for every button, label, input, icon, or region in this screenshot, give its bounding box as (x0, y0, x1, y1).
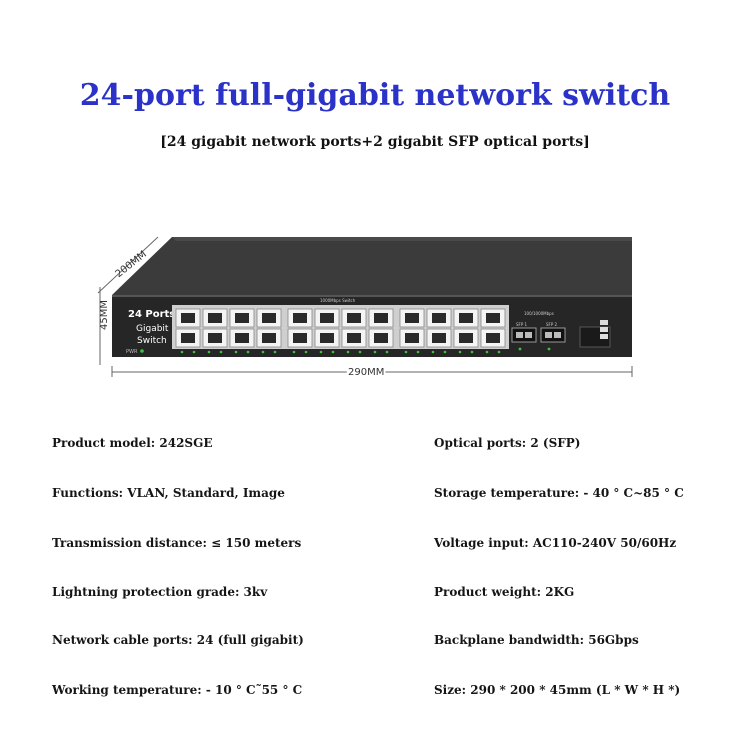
port-led (246, 350, 250, 354)
sfp2-led (547, 347, 551, 351)
rj45-port-socket (262, 333, 276, 343)
spec-transmission-distance: Transmission distance: ≤ 150 meters (52, 536, 302, 550)
rj45-port-socket (459, 333, 473, 343)
spec-working-temperature: Working temperature: - 10 ° C˜55 ° C (52, 683, 303, 697)
page-title: 24-port full-gigabit network switch (79, 78, 671, 113)
sfp1-led (518, 347, 522, 351)
rj45-port-socket (405, 333, 419, 343)
port-led (358, 350, 362, 354)
rj45-port-socket (374, 333, 388, 343)
port-led (331, 350, 335, 354)
sfp-speed-label: 100/1000Mbps (524, 311, 554, 316)
rj45-port-socket (432, 313, 446, 323)
rj45-port-socket (432, 333, 446, 343)
label-24-ports: 24 Ports (128, 309, 175, 320)
sfp1-label: SFP 1 (516, 322, 528, 327)
dimension-height-label: 45MM (99, 300, 110, 330)
port-led (373, 350, 377, 354)
port-led (431, 350, 435, 354)
spec-voltage-input: Voltage input: AC110-240V 50/60Hz (434, 536, 677, 550)
rj45-port-socket (208, 333, 222, 343)
port-led (219, 350, 223, 354)
port-led (385, 350, 389, 354)
spec-storage-temperature: Storage temperature: - 40 ° C~85 ° C (434, 486, 684, 500)
spec-lightning-protection: Lightning protection grade: 3kv (52, 585, 268, 599)
sfp2-label: SFP 2 (546, 322, 558, 327)
spec-functions: Functions: VLAN, Standard, Image (52, 486, 285, 500)
rj45-port-socket (347, 313, 361, 323)
label-gigabit: Gigabit (136, 324, 169, 334)
port-led (304, 350, 308, 354)
port-led (346, 350, 350, 354)
port-led (234, 350, 238, 354)
spec-product-model: Product model: 242SGE (52, 436, 213, 450)
switch-speed-label: 1000Mbps Switch (320, 298, 356, 303)
rj45-port-socket (405, 313, 419, 323)
port-led (273, 350, 277, 354)
rj45-port-socket (486, 313, 500, 323)
rj45-port-socket (459, 313, 473, 323)
port-led (207, 350, 211, 354)
rj45-port-socket (293, 333, 307, 343)
rj45-port-socket (181, 313, 195, 323)
sfp-port-2[interactable] (540, 327, 566, 343)
page-subtitle: [24 gigabit network ports+2 gigabit SFP … (160, 134, 590, 150)
rj45-port-socket (320, 313, 334, 323)
rj45-port-socket (262, 313, 276, 323)
spec-optical-ports: Optical ports: 2 (SFP) (434, 436, 581, 450)
port-led (416, 350, 420, 354)
switch-illustration: 200MM 45MM 290MM 24 Ports Gigabit Switch… (97, 236, 633, 380)
rj45-port-socket (347, 333, 361, 343)
port-led (470, 350, 474, 354)
port-led (192, 350, 196, 354)
rj45-port-socket (235, 313, 249, 323)
rj45-port-socket (374, 313, 388, 323)
port-led (443, 350, 447, 354)
rj45-port-socket (293, 313, 307, 323)
port-led (261, 350, 265, 354)
pwr-led (140, 349, 144, 353)
spec-product-weight: Product weight: 2KG (434, 585, 575, 599)
rj45-port-grid (172, 305, 509, 354)
sfp-port-1[interactable] (511, 327, 537, 343)
dimension-width-label: 290MM (348, 367, 384, 378)
spec-size: Size: 290 * 200 * 45mm (L * W * H *) (434, 683, 681, 697)
port-led (458, 350, 462, 354)
port-led (180, 350, 184, 354)
port-led (497, 350, 501, 354)
spec-backplane-bandwidth: Backplane bandwidth: 56Gbps (434, 633, 639, 647)
port-led (404, 350, 408, 354)
port-led (319, 350, 323, 354)
pwr-label: PWR (126, 349, 138, 355)
rj45-port-socket (320, 333, 334, 343)
label-switch: Switch (137, 336, 167, 346)
spec-network-ports: Network cable ports: 24 (full gigabit) (52, 633, 304, 647)
rj45-port-socket (181, 333, 195, 343)
switch-top-face (112, 237, 632, 295)
rj45-port-socket (235, 333, 249, 343)
port-led (485, 350, 489, 354)
port-led (292, 350, 296, 354)
dimension-lines (97, 236, 633, 377)
rj45-port-socket (208, 313, 222, 323)
rj45-port-socket (486, 333, 500, 343)
